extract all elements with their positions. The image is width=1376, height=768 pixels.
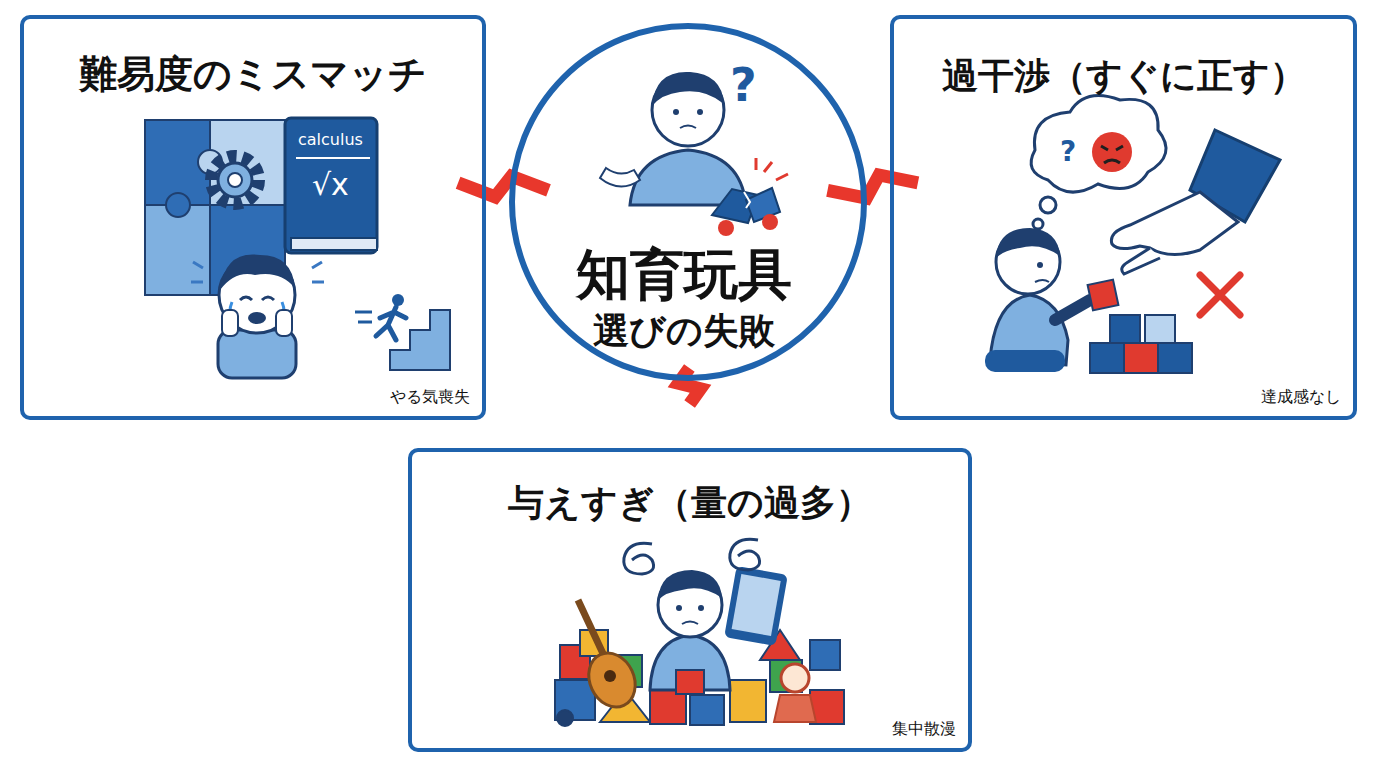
question-mark: ?	[730, 62, 757, 108]
puzzled-person	[600, 72, 746, 205]
dizzy-spirals	[624, 539, 760, 574]
circle-subtitle: 選びの失敗	[593, 310, 775, 351]
center-circle: 知育玩具選びの失敗	[508, 22, 868, 382]
lightning-arrow	[424, 176, 548, 197]
guitar	[578, 600, 644, 715]
thought-bubble	[1031, 96, 1166, 229]
circle-title: 知育玩具	[576, 244, 792, 306]
child-center	[650, 570, 730, 694]
adult-hand	[1111, 130, 1280, 274]
box-note: やる気喪失	[390, 388, 470, 406]
problem-box: 難易度のミスマッチやる気喪失	[20, 15, 486, 420]
book-formula: √x	[312, 170, 349, 200]
doll	[774, 664, 816, 722]
box-note: 集中散漫	[892, 720, 956, 738]
tablet	[724, 566, 788, 646]
box-note: 達成感なし	[1261, 388, 1341, 406]
problem-box: 与えすぎ（量の過多） 集中散漫	[408, 448, 972, 752]
box-title: 過干渉（すぐに正す）	[942, 55, 1306, 96]
broken-toy-car	[712, 158, 788, 236]
question-mark: ?	[1060, 138, 1076, 166]
book-title: calculus	[298, 132, 363, 148]
crying-child	[191, 254, 324, 378]
problem-box: 過干渉（すぐに正す） 達成感なし	[890, 15, 1357, 420]
box-title: 難易度のミスマッチ	[79, 53, 427, 97]
stairs-runner	[355, 294, 450, 370]
calculus-book	[285, 118, 377, 253]
box-title: 与えすぎ（量の過多）	[508, 482, 872, 523]
blocks	[1088, 280, 1192, 373]
red-x	[1200, 275, 1240, 315]
kneeling-child	[985, 228, 1090, 372]
